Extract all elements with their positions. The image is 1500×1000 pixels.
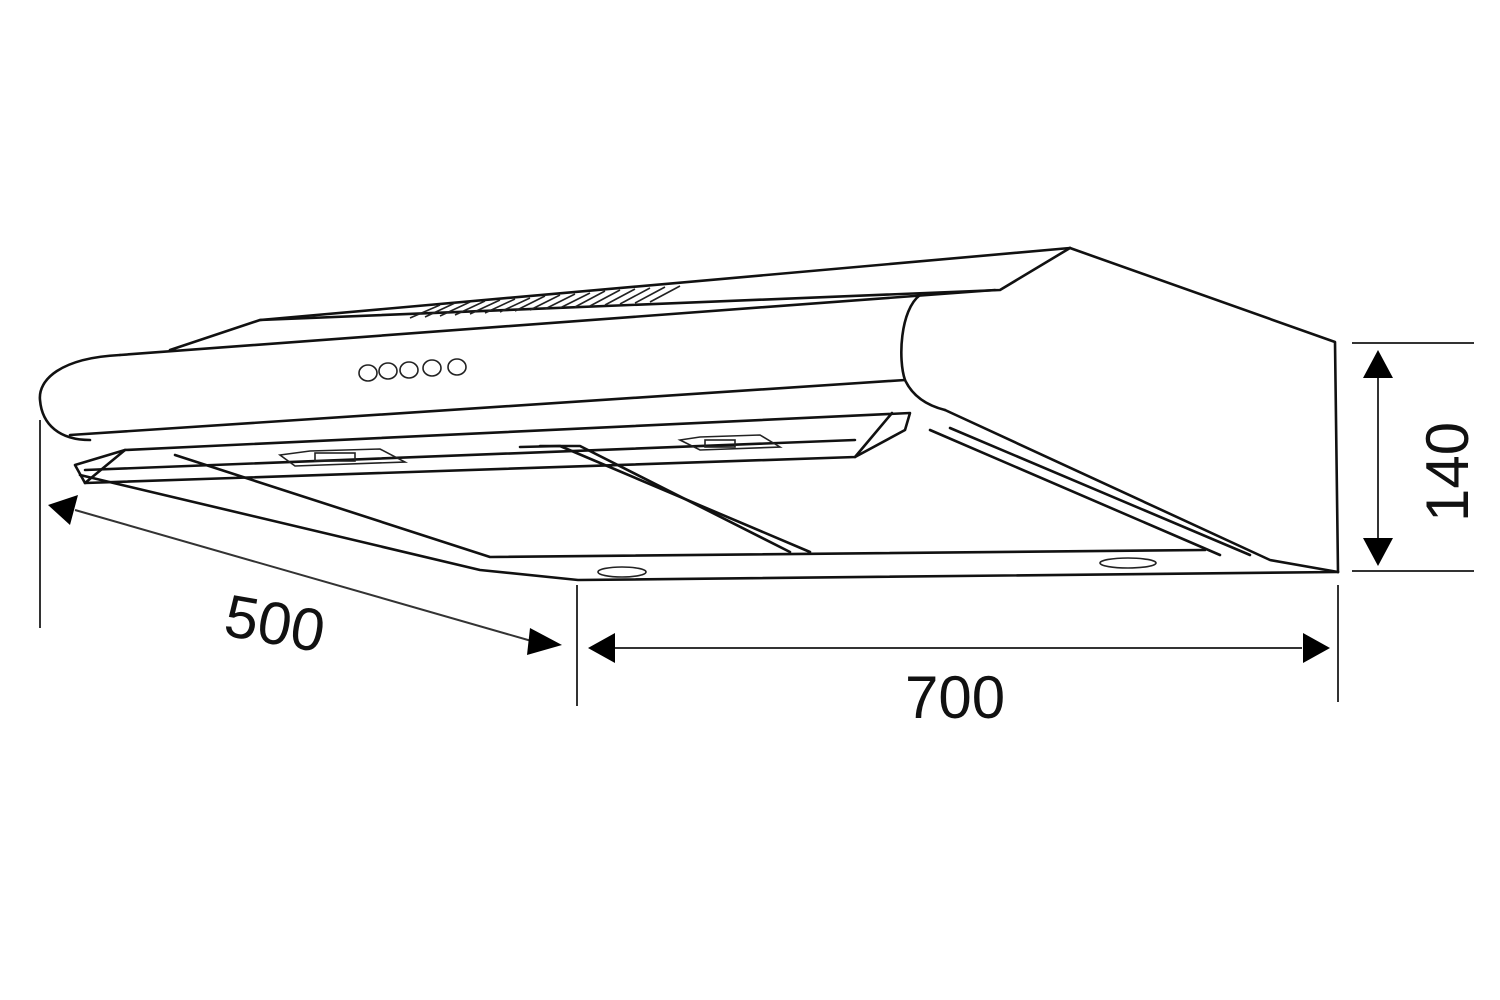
- hood-body: [38, 246, 1340, 582]
- light-right: [677, 434, 783, 451]
- button-3: [399, 361, 419, 379]
- vent-slots: [409, 285, 681, 319]
- mount-hole-right: [1099, 557, 1157, 569]
- control-buttons: [358, 358, 467, 382]
- mount-hole-left: [597, 566, 647, 578]
- dimension-height-label: 140: [1414, 422, 1481, 522]
- button-4: [422, 359, 442, 377]
- filter-panels: [277, 434, 1157, 578]
- button-1: [358, 364, 378, 382]
- dimension-width-label: 700: [905, 664, 1005, 731]
- dimension-width: 700: [576, 585, 1339, 731]
- light-left: [277, 448, 409, 467]
- dimension-height: 140: [1352, 342, 1481, 572]
- button-5: [447, 358, 467, 376]
- button-2: [378, 362, 398, 380]
- dimension-depth-label: 500: [220, 582, 330, 665]
